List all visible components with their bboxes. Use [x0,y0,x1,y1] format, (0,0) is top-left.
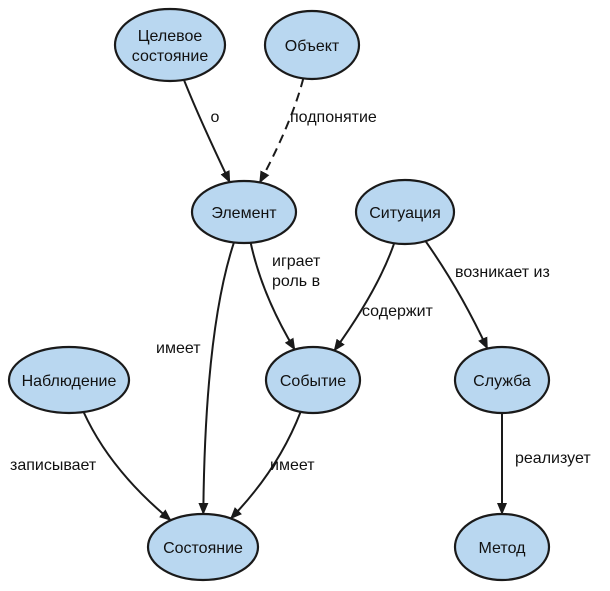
node-shape [146,512,260,582]
node-shape [453,345,551,415]
node-label-line: Ситуация [369,205,440,222]
node-state: Состояние [146,512,260,582]
node-shape [113,7,227,83]
edge-label-line: имеет [270,457,315,474]
node-label: Служба [473,373,531,390]
node-shape [263,9,361,81]
edge-label: подпонятие [290,109,377,126]
edge-situation-to-event: содержит [333,242,434,352]
node-label-line: Событие [280,373,346,390]
edge-label-line: имеет [156,340,201,357]
node-label: Наблюдение [22,373,117,390]
edge-arrow [183,79,231,184]
node-object: Объект [263,9,361,81]
edge-arrow [258,78,305,184]
node-element: Элемент [190,179,298,245]
node-label-line: Целевое [138,28,203,45]
edge-label: записывает [10,457,97,474]
node-event: Событие [264,345,362,415]
node-label-line: Служба [473,373,531,390]
edge-element-to-event: играет роль в [249,242,321,351]
edge-event-to-state: имеет [230,411,315,520]
edge-arrow [198,242,235,515]
node-label: Метод [479,540,527,557]
edge-label: о [211,109,220,126]
edge-arrow [230,411,302,520]
edge-label: имеет [270,457,315,474]
node-label: Целевое состояние [132,28,209,65]
edge-service-to-method: реализует [497,413,591,515]
node-goal-state: Целевое состояние [113,7,227,83]
node-shape [354,178,456,246]
edge-label-line: о [211,109,220,126]
node-label-line: Метод [479,540,527,557]
edge-label: возникает из [455,264,550,281]
edge-label-line: возникает из [455,264,550,281]
edge-label: реализует [515,450,591,467]
node-situation: Ситуация [354,178,456,246]
edge-label-line: играет [272,253,321,270]
edge-label-line: записывает [10,457,97,474]
edge-label-line: подпонятие [290,109,377,126]
node-shape [264,345,362,415]
node-label: Объект [285,38,340,55]
edge-label: играет роль в [272,253,321,290]
edge-element-to-state: имеет [156,242,235,515]
node-label: Состояние [163,540,243,557]
edge-arrow [333,242,396,352]
node-label-line: Объект [285,38,340,55]
edge-label: имеет [156,340,201,357]
node-label: Событие [280,373,346,390]
edge-label: содержит [362,303,434,320]
edge-label-line: реализует [515,450,591,467]
node-shape [190,179,298,245]
edges-layer: о подпонятие играет роль в имеет содержит возн… [10,78,591,522]
edge-object-to-element: подпонятие [258,78,377,184]
edge-label-line: содержит [362,303,434,320]
edge-arrow [82,411,172,522]
node-observation: Наблюдение [7,345,131,415]
edge-arrow [249,242,296,351]
edge-situation-to-service: возникает из [424,240,550,350]
node-shape [453,512,551,582]
node-label-line: Состояние [163,540,243,557]
node-method: Метод [453,512,551,582]
edge-goal-state-to-element: о [183,79,231,184]
node-label-line: Наблюдение [22,373,117,390]
edge-observation-to-state: записывает [10,411,172,522]
edge-label-line: роль в [272,273,320,290]
node-label-line: Элемент [211,205,277,222]
node-label: Ситуация [369,205,440,222]
node-service: Служба [453,345,551,415]
node-label-line: состояние [132,48,209,65]
edge-arrow [424,240,489,350]
node-shape [7,345,131,415]
node-label: Элемент [211,205,277,222]
